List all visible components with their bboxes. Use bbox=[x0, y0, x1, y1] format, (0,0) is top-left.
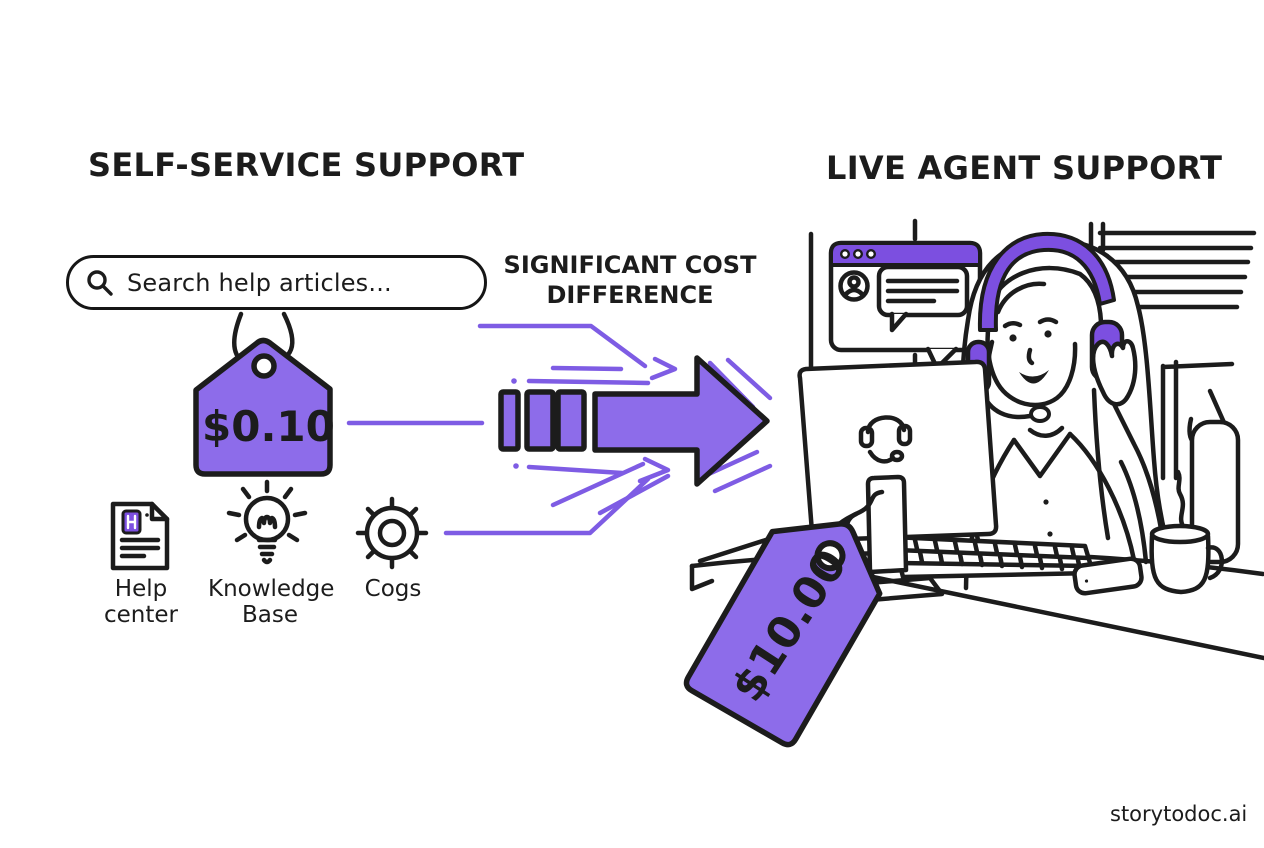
tag-hole-high bbox=[814, 540, 846, 572]
feature-label-help-center: Help center bbox=[104, 576, 178, 629]
tag-hole-low bbox=[251, 353, 277, 379]
computer-monitor bbox=[797, 359, 999, 605]
chat-bubble-icon bbox=[876, 264, 970, 333]
knowledge-base-icon bbox=[226, 479, 308, 565]
price-tag-high bbox=[683, 521, 883, 748]
right-section-title: LIVE AGENT SUPPORT bbox=[826, 149, 1223, 187]
office-chair bbox=[1189, 419, 1241, 565]
keyboard-icon bbox=[890, 534, 1096, 580]
cost-difference-caption: SIGNIFICANT COST DIFFERENCE bbox=[497, 250, 763, 310]
search-bar[interactable]: Search help articles... bbox=[66, 255, 487, 310]
flow-arrow bbox=[498, 355, 770, 487]
caption-line-1: SIGNIFICANT COST bbox=[503, 251, 757, 279]
watermark: storytodoc.ai bbox=[1110, 802, 1248, 826]
search-placeholder: Search help articles... bbox=[127, 268, 392, 297]
window-dots-icon bbox=[840, 248, 877, 259]
left-section-title: SELF-SERVICE SUPPORT bbox=[88, 146, 525, 184]
search-icon bbox=[87, 269, 113, 296]
wall-shelf bbox=[1160, 359, 1235, 481]
caption-line-2: DIFFERENCE bbox=[546, 281, 714, 309]
browser-chat-window bbox=[828, 240, 983, 371]
agent-hair bbox=[962, 239, 1172, 565]
smartphone-icon bbox=[1072, 556, 1144, 596]
price-tag-low bbox=[193, 337, 333, 477]
monitor-headset-logo-icon bbox=[858, 415, 913, 464]
agent-hand bbox=[1090, 339, 1138, 407]
cogs-icon bbox=[355, 496, 429, 570]
desk-front-edge bbox=[870, 574, 1264, 661]
help-center-icon bbox=[110, 501, 170, 571]
coffee-mug-icon bbox=[1149, 469, 1225, 595]
avatar-icon bbox=[838, 270, 870, 302]
feature-label-cogs: Cogs bbox=[364, 576, 422, 602]
feature-label-knowledge-base: Knowledge Base bbox=[208, 576, 335, 629]
price-tag-low-value: $0.10 bbox=[202, 402, 335, 451]
